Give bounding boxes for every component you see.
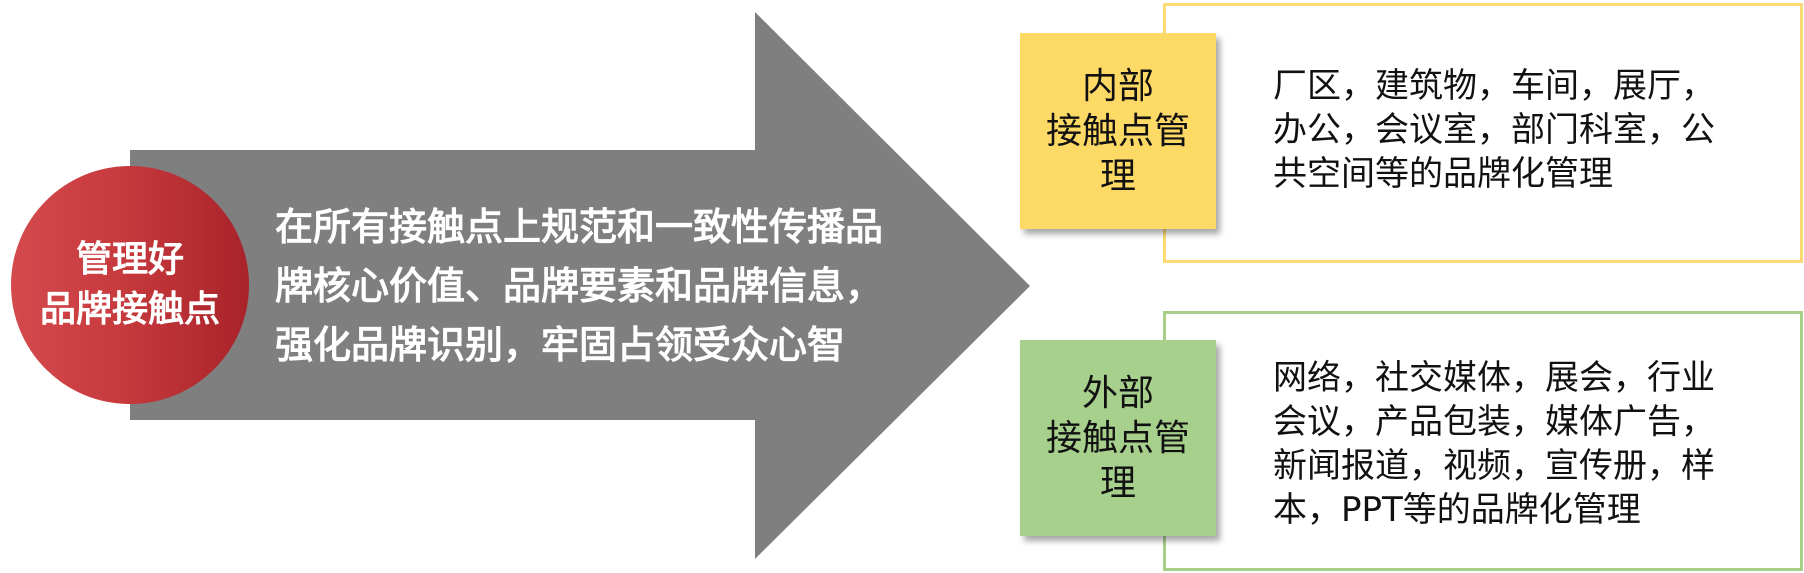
external-label-line: 接触点管 xyxy=(1045,417,1190,459)
arrow-text-line: 牌核心价值、品牌要素和品牌信息， xyxy=(275,264,884,308)
internal-desc-line: 办公，会议室，部门科室，公 xyxy=(1273,110,1715,150)
internal-desc-line: 厂区，建筑物，车间，展厅， xyxy=(1273,66,1715,106)
brand-touchpoint-circle: 管理好 品牌接触点 xyxy=(11,166,249,404)
external-label-line: 理 xyxy=(1099,462,1136,504)
external-desc-line: 会议，产品包装，媒体广告， xyxy=(1273,402,1715,442)
external-desc-line: 新闻报道，视频，宣传册，样 xyxy=(1273,446,1715,486)
circle-text-line: 品牌接触点 xyxy=(39,289,220,330)
internal-label-line: 内部 xyxy=(1081,65,1154,107)
arrow-text: 在所有接触点上规范和一致性传播品 牌核心价值、品牌要素和品牌信息， 强化品牌识别… xyxy=(275,198,975,375)
internal-desc-line: 共空间等的品牌化管理 xyxy=(1273,154,1613,194)
external-label-line: 外部 xyxy=(1081,372,1154,414)
external-desc-line: 本，PPT等的品牌化管理 xyxy=(1273,490,1641,530)
external-label-box: 外部 接触点管 理 xyxy=(1020,340,1216,536)
internal-label-box: 内部 接触点管 理 xyxy=(1020,33,1216,229)
internal-label-line: 接触点管 xyxy=(1045,110,1190,152)
internal-label-line: 理 xyxy=(1099,155,1136,197)
external-description: 网络，社交媒体，展会，行业 会议，产品包装，媒体广告， 新闻报道，视频，宣传册，… xyxy=(1273,356,1773,532)
internal-description: 厂区，建筑物，车间，展厅， 办公，会议室，部门科室，公 共空间等的品牌化管理 xyxy=(1273,64,1773,196)
circle-text-line: 管理好 xyxy=(75,239,184,280)
arrow-shape xyxy=(130,12,1030,559)
arrow-text-line: 强化品牌识别，牢固占领受众心智 xyxy=(275,323,846,367)
arrow-text-line: 在所有接触点上规范和一致性传播品 xyxy=(275,205,884,249)
external-panel xyxy=(1163,311,1803,571)
external-desc-line: 网络，社交媒体，展会，行业 xyxy=(1273,358,1715,398)
